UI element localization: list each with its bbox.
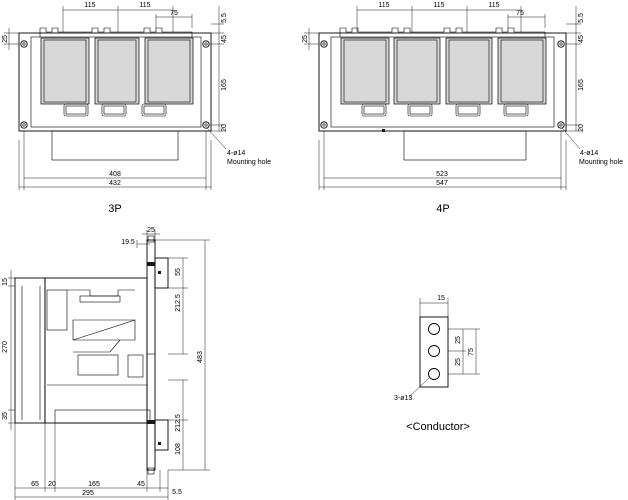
dim-side-left-top: 15 — [2, 278, 9, 286]
dim-4p-pitch-b: 115 — [433, 2, 444, 9]
dim-3p-terminal-w: 75 — [170, 10, 178, 17]
dim-conductor-pitch-1: 25 — [455, 336, 462, 344]
dim-3p-pitch-b: 115 — [139, 2, 150, 9]
dim-4p-terminal-w: 75 — [516, 10, 524, 17]
dim-4p-outer-w: 547 — [436, 180, 448, 187]
dim-side-base-d: 45 — [137, 481, 145, 488]
dim-side-right-upper: 55 — [175, 268, 182, 276]
view-label-3p: 3P — [108, 203, 121, 215]
dims-conductor: 15 25 25 75 3-ø13 <Conductor> — [394, 295, 475, 433]
dims-3p: 115 115 75 5.5 45 165 20 25 408 432 4-ø1… — [2, 2, 271, 215]
hole-note-3p: Mounting hole — [227, 159, 271, 166]
dims-side: 25 19.5 15 270 35 55 212.5 212.5 108 483… — [2, 227, 204, 497]
dim-side-base-b: 20 — [48, 481, 56, 488]
dim-side-top-offset: 19.5 — [121, 239, 135, 246]
dim-4p-top-left: 25 — [302, 35, 309, 43]
dim-4p-bottom-right: 20 — [578, 124, 585, 132]
dim-3p-pitch-a: 115 — [84, 2, 95, 9]
dim-conductor-width: 15 — [437, 295, 445, 302]
dim-3p-top-left: 25 — [2, 35, 9, 43]
dim-side-left-bottom: 35 — [2, 412, 9, 420]
dim-4p-pitch-c: 115 — [488, 2, 499, 9]
conductor-view — [408, 298, 480, 398]
dim-conductor-pitch-2: 25 — [455, 358, 462, 366]
dim-side-base-e: 5.5 — [172, 489, 182, 496]
dim-3p-outer-w: 432 — [109, 180, 121, 187]
dim-4p-top-edge: 5.5 — [578, 13, 585, 23]
dim-side-overall-h: 483 — [197, 351, 204, 363]
hole-callout-3p: 4-ø14 — [227, 150, 245, 157]
dim-3p-inner-w: 408 — [109, 171, 121, 178]
dims-4p: 115 115 115 75 5.5 45 165 20 25 523 547 … — [302, 2, 623, 215]
hole-callout-conductor: 3-ø13 — [394, 395, 412, 402]
dim-side-overall-w: 295 — [82, 490, 94, 497]
dim-side-right-lower: 212.5 — [175, 414, 182, 432]
dim-side-top-width: 25 — [147, 227, 155, 234]
front-view-4p — [304, 6, 581, 190]
hole-callout-4p: 4-ø14 — [580, 150, 598, 157]
side-view — [8, 230, 210, 500]
hole-note-4p: Mounting hole — [579, 159, 623, 166]
front-view-3p — [4, 6, 227, 190]
view-label-conductor: <Conductor> — [406, 421, 470, 433]
dim-4p-height: 165 — [578, 79, 585, 91]
dim-4p-inner-w: 523 — [436, 171, 448, 178]
dim-side-base-a: 65 — [31, 481, 39, 488]
dim-3p-top-edge: 5.5 — [221, 13, 228, 23]
dim-side-right-upper2: 212.5 — [175, 294, 182, 312]
dim-side-left-mid: 270 — [2, 341, 9, 353]
dim-side-base-c: 165 — [88, 481, 100, 488]
dim-3p-top-right: 45 — [221, 35, 228, 43]
dim-4p-pitch-a: 115 — [378, 2, 389, 9]
dim-4p-top-right: 45 — [578, 35, 585, 43]
dim-conductor-total: 75 — [468, 348, 475, 356]
dim-side-right-lower2: 108 — [175, 443, 182, 455]
view-label-4p: 4P — [436, 203, 449, 215]
dim-3p-height: 165 — [221, 79, 228, 91]
dim-3p-bottom-right: 20 — [221, 124, 228, 132]
